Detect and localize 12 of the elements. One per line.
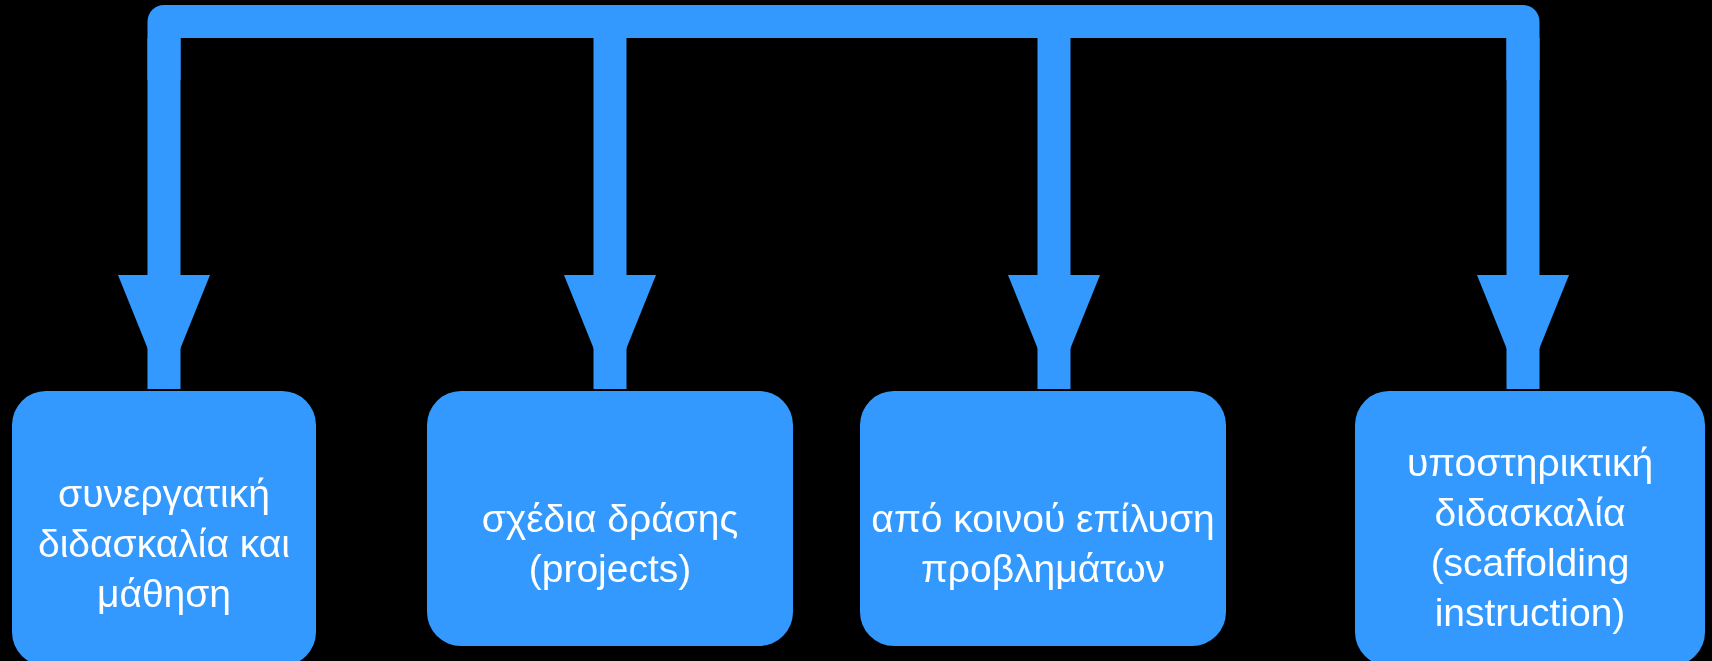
rounded-box xyxy=(12,391,316,661)
rounded-box xyxy=(1355,391,1705,661)
rounded-box xyxy=(427,391,793,646)
box-label: υποστηρικτική διδασκαλία (scaffolding instruction) xyxy=(1405,439,1655,636)
arrow xyxy=(118,38,210,389)
box-label: συνεργατική διδασκαλία και μάθηση xyxy=(36,470,292,617)
box-label: σχέδια δράσης (projects) xyxy=(480,495,740,592)
arrow xyxy=(1008,38,1100,389)
arrow xyxy=(1477,38,1569,389)
rounded-box xyxy=(860,391,1226,646)
arrow xyxy=(564,38,656,389)
box-label: από κοινού επίλυση προβλημάτων xyxy=(870,495,1216,592)
